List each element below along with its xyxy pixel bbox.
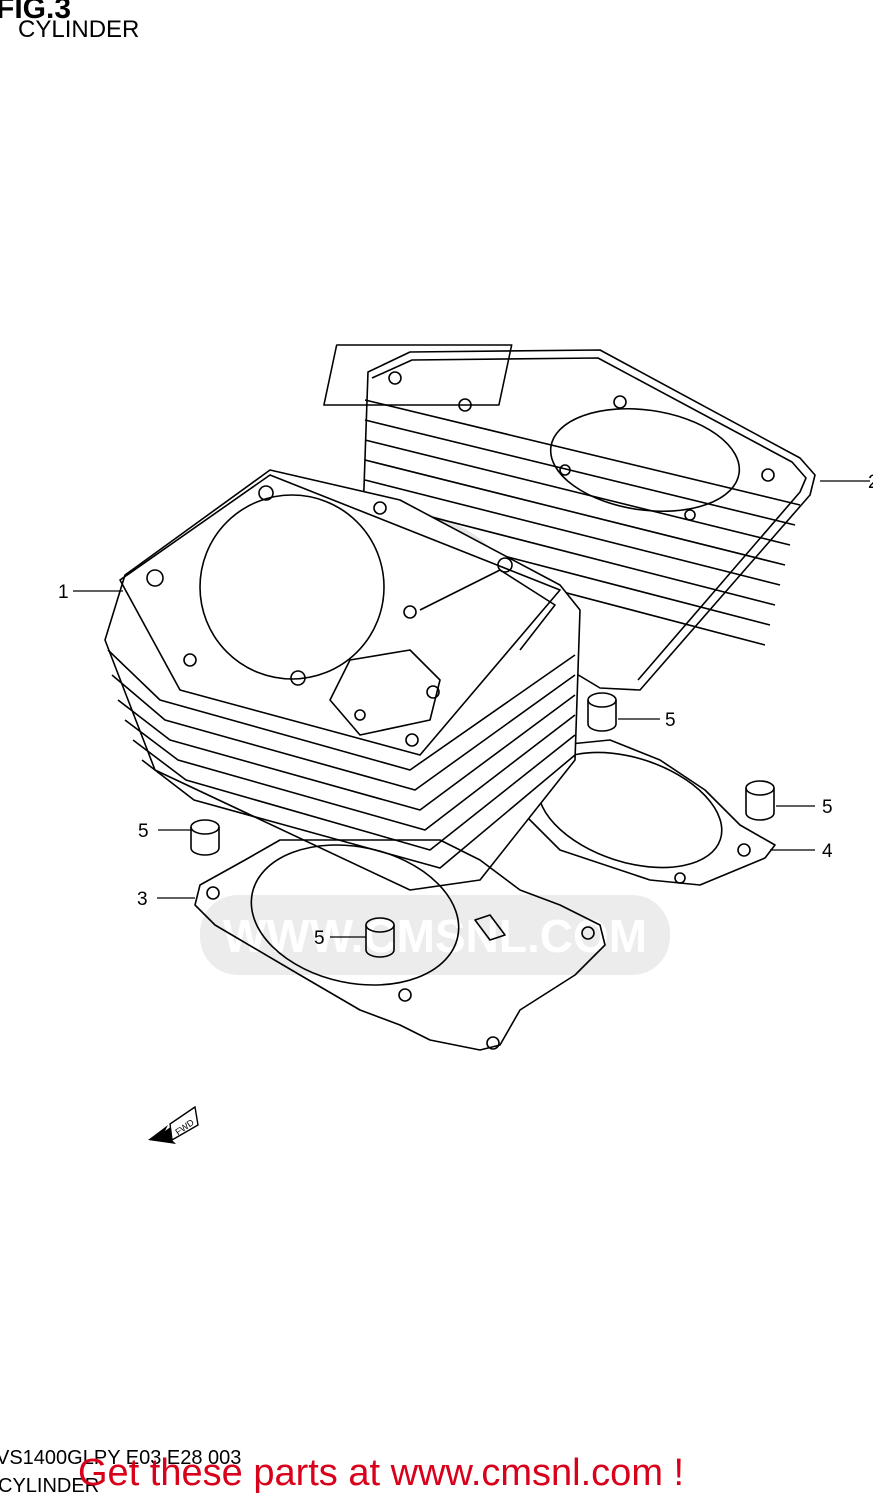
watermark-text: WWW.CMSNL.COM xyxy=(223,910,647,962)
callout-part-3: 3 xyxy=(137,889,148,910)
dowel-pin xyxy=(365,917,395,958)
callout-part-5: 5 xyxy=(138,821,149,842)
front-base-gasket xyxy=(194,839,606,1051)
callout-part-5: 5 xyxy=(665,710,676,731)
dowel-pin xyxy=(190,819,220,856)
footer-figure-name: CYLINDER xyxy=(0,1475,100,1497)
figure-number: FIG.3 xyxy=(0,0,72,25)
callout-part-2: 2 xyxy=(868,472,873,493)
forward-arrow-icon: FWD xyxy=(148,1105,199,1144)
promo-link[interactable]: Get these parts at www.cmsnl.com ! xyxy=(78,1452,685,1494)
callout-part-4: 4 xyxy=(822,841,833,862)
drawing-code: VS1400GLPY E03 E28 003 xyxy=(0,1447,242,1469)
dowel-pin xyxy=(587,692,617,732)
front-cylinder xyxy=(104,469,581,891)
callout-part-1: 1 xyxy=(58,582,69,603)
figure-title: CYLINDER xyxy=(18,16,140,43)
callout-part-5: 5 xyxy=(314,928,325,949)
rear-cylinder xyxy=(323,344,816,691)
dowel-pin xyxy=(745,780,775,821)
callout-part-5: 5 xyxy=(822,797,833,818)
